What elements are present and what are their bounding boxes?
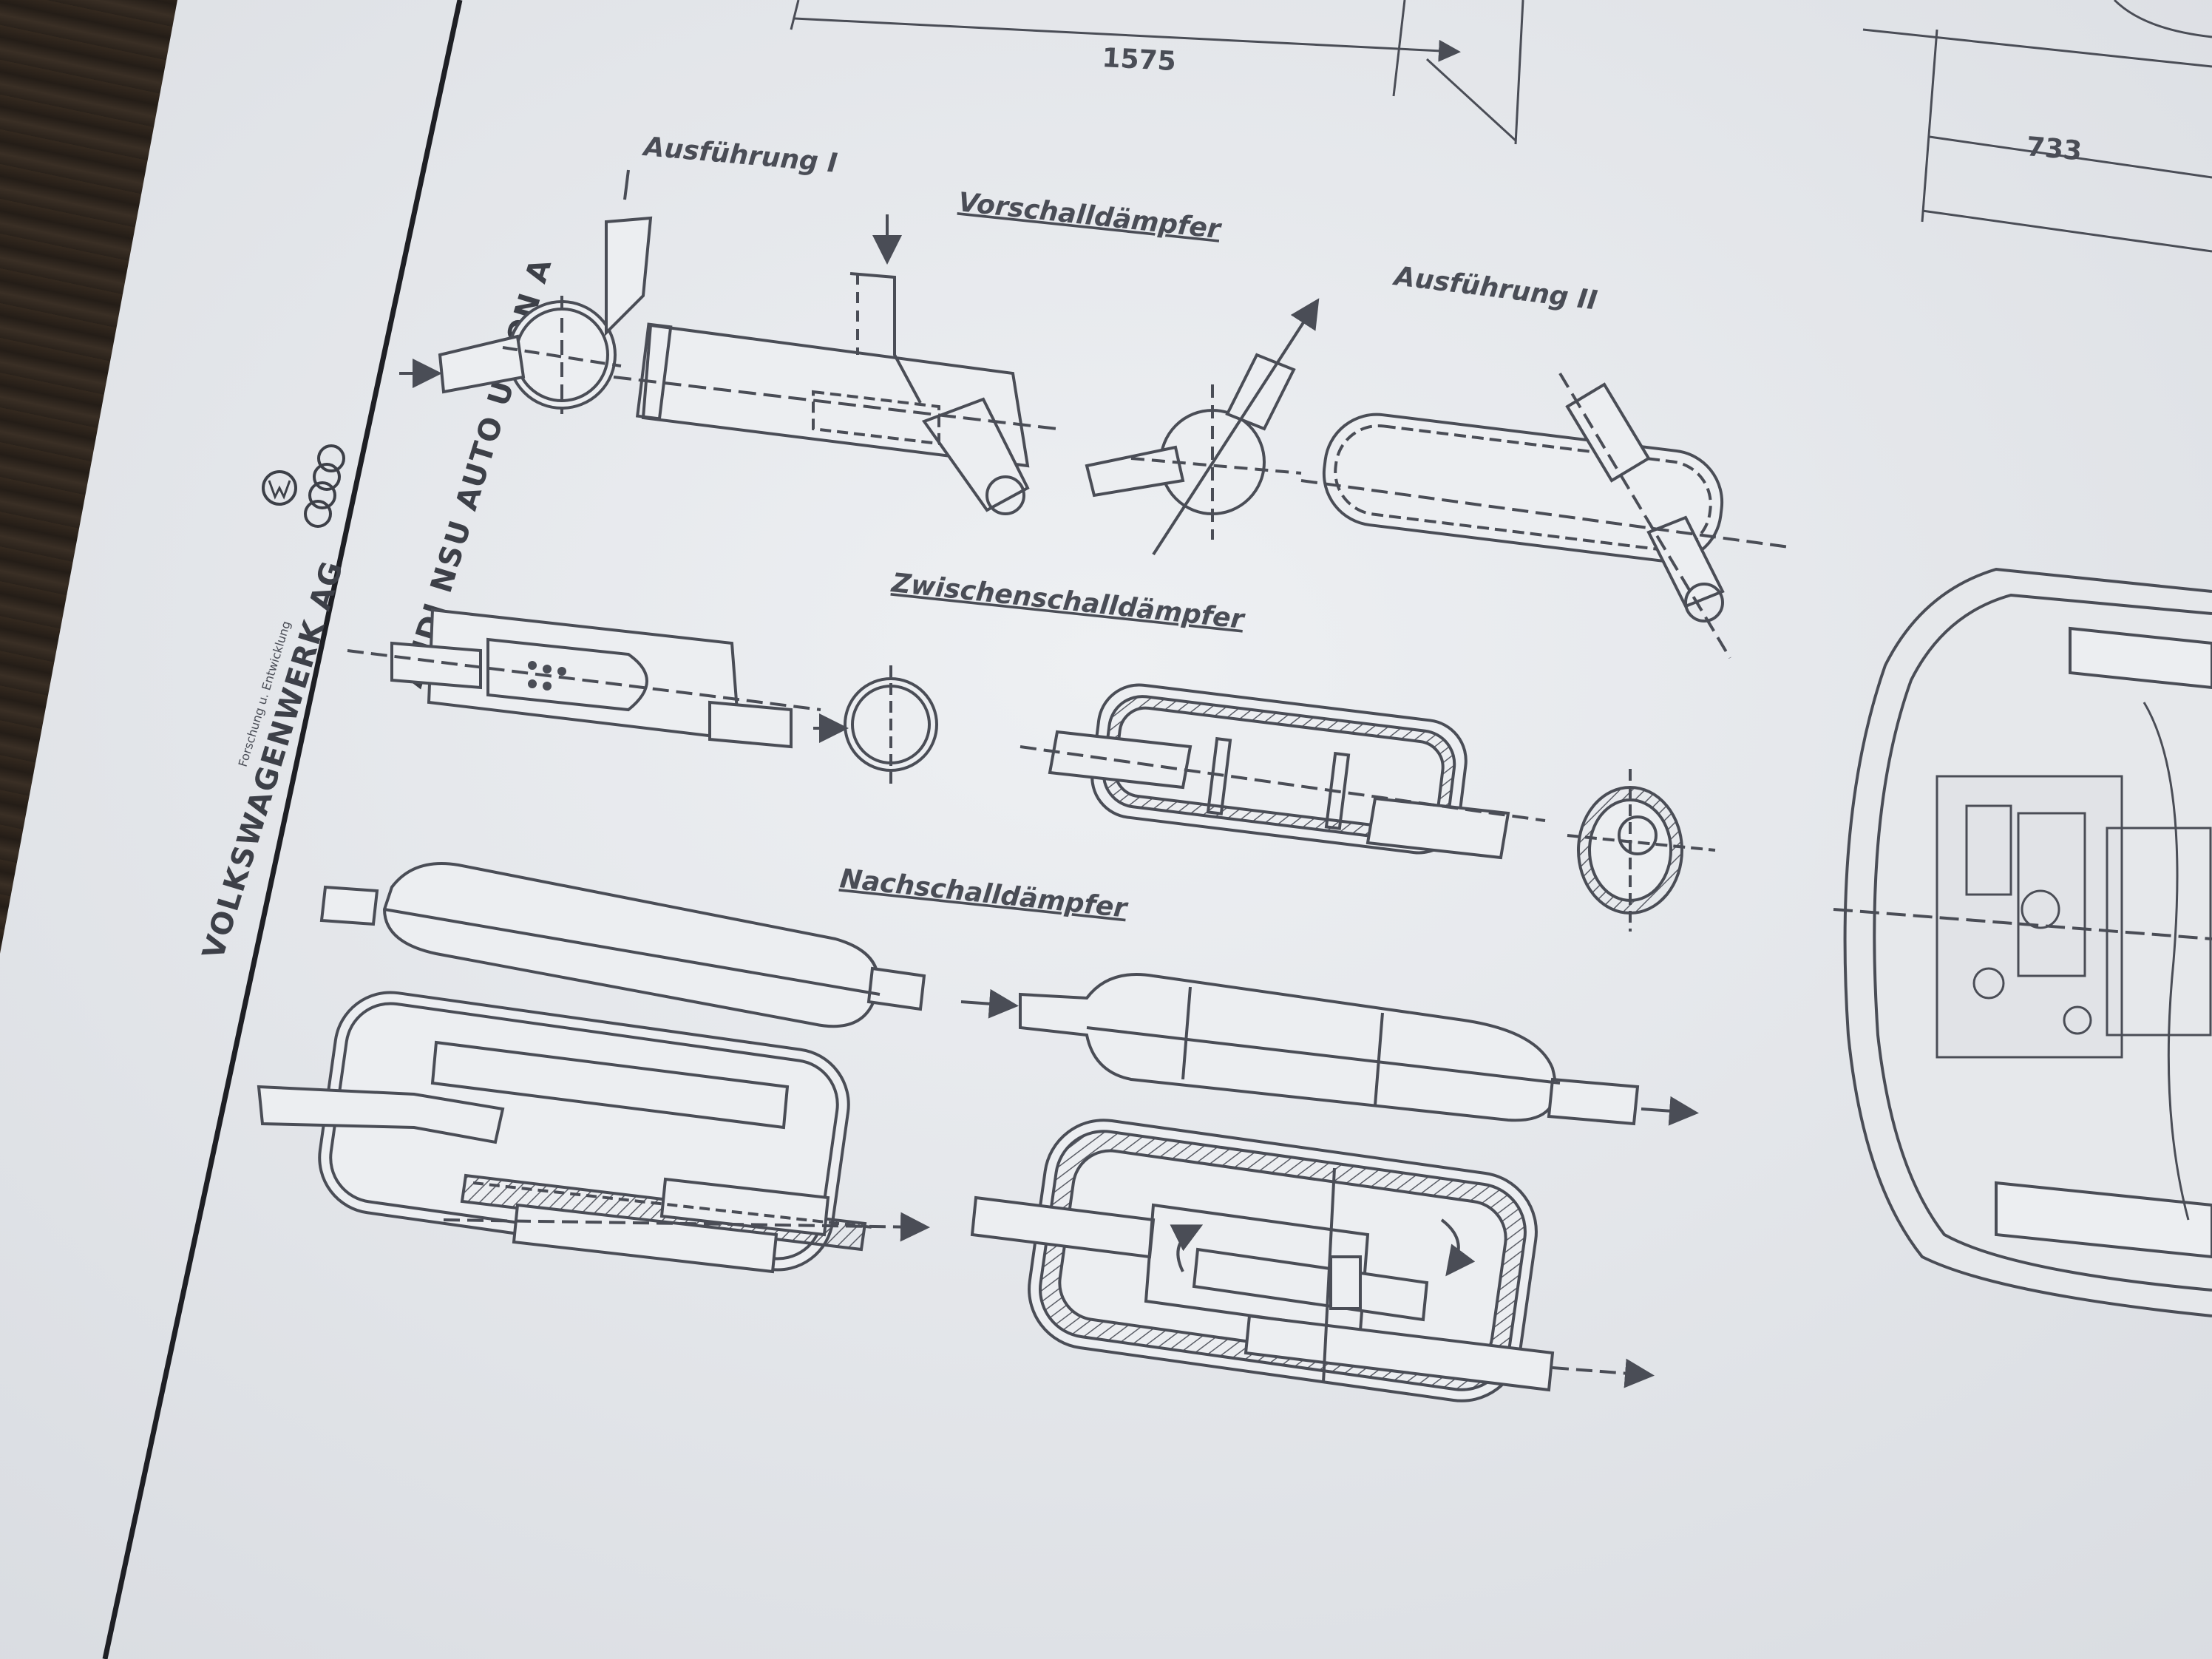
dimension-733: 733 (2025, 132, 2083, 166)
rear-muffler-side-view-1 (319, 862, 926, 1028)
pre-muffler-variant-1-side-view (613, 214, 1058, 515)
pre-muffler-variant-1-end-view (399, 169, 653, 414)
auto-union-rings-logo (304, 444, 345, 528)
sheet-border-line (102, 0, 463, 1659)
pre-muffler-variant-2-side-view (1300, 372, 1790, 659)
vehicle-top-view-partial (1833, 567, 2212, 1317)
middle-muffler-side-view-2 (1020, 683, 1546, 860)
rear-muffler-side-view-2 (960, 973, 1699, 1126)
dimension-line-733 (1862, 0, 2212, 253)
middle-muffler-end-view-2 (1567, 769, 1716, 932)
middle-muffler-end-view-1 (813, 665, 938, 784)
middle-muffler-side-view-1 (347, 608, 821, 749)
pre-muffler-variant-2-end-view (1085, 298, 1320, 556)
vw-logo (262, 470, 297, 506)
dimension-1575: 1575 (1102, 43, 1177, 77)
rear-muffler-section-1 (257, 991, 930, 1274)
rear-muffler-section-2 (970, 1119, 1655, 1402)
dimension-line-1575 (790, 0, 1524, 145)
